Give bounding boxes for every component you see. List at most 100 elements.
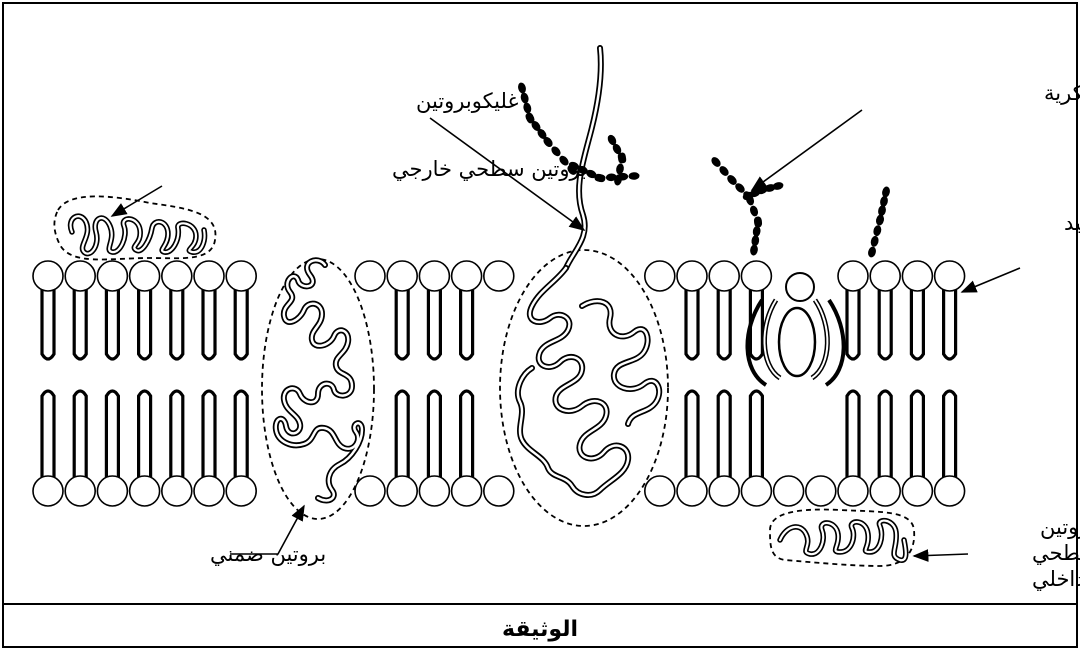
- phospholipid-head: [935, 261, 965, 291]
- phospholipid-head: [935, 476, 965, 506]
- lipid-tail: [911, 391, 923, 478]
- lipid-tail: [106, 289, 118, 359]
- phospholipid-head: [452, 261, 482, 291]
- label-inner-surface-protein-3: داخلي: [1032, 567, 1080, 591]
- phospholipid-head: [65, 261, 95, 291]
- phospholipid-head: [677, 476, 707, 506]
- sugar-bead: [522, 102, 532, 115]
- sugar-bead: [875, 214, 885, 227]
- lipid-tail: [718, 289, 730, 359]
- label-phospholipid: فوسفوليبيد: [1064, 211, 1080, 235]
- sugar-bead: [867, 246, 877, 259]
- phospholipid-head: [709, 261, 739, 291]
- lipid-tail: [235, 289, 247, 359]
- phospholipid-arrow: [962, 268, 1020, 292]
- phospholipid-head: [645, 261, 675, 291]
- phospholipid-head: [774, 476, 804, 506]
- phospholipid-head: [709, 476, 739, 506]
- phospholipid-head: [162, 261, 192, 291]
- lipid-tail: [171, 391, 183, 478]
- phospholipid-head: [162, 476, 192, 506]
- lipid-tail: [428, 391, 440, 478]
- phospholipid-tails: [42, 289, 956, 478]
- lipid-tail: [879, 391, 891, 478]
- lipid-tail: [461, 391, 473, 478]
- phospholipid-head: [226, 476, 256, 506]
- sugar-bead: [628, 172, 639, 180]
- lipid-tail: [139, 391, 151, 478]
- lipid-tail: [203, 391, 215, 478]
- sugar-bead: [870, 235, 880, 248]
- phospholipid-head: [194, 476, 224, 506]
- phospholipid-head: [806, 476, 836, 506]
- lipid-tail: [944, 391, 956, 478]
- phospholipid-head: [645, 476, 675, 506]
- phospholipid-head: [838, 261, 868, 291]
- phospholipid-head: [387, 261, 417, 291]
- lipid-tail: [396, 391, 408, 478]
- phospholipid-heads: [33, 261, 965, 506]
- label-sugar-chain: سلسلة سكرية: [1044, 81, 1080, 105]
- lipid-tail: [106, 391, 118, 478]
- phospholipid-head: [419, 476, 449, 506]
- phospholipid-head: [902, 476, 932, 506]
- phospholipid-head: [677, 261, 707, 291]
- figure-caption: الوثيقة: [502, 617, 578, 642]
- sugar-bead: [872, 224, 882, 237]
- inner-surface-protein: [770, 510, 914, 566]
- phospholipid-head: [65, 476, 95, 506]
- phospholipid-head: [194, 261, 224, 291]
- sugar-bead: [718, 164, 731, 177]
- phospholipid-head: [870, 476, 900, 506]
- phospholipid-head: [387, 476, 417, 506]
- phospholipid-head: [902, 261, 932, 291]
- lipid-tail: [42, 391, 54, 478]
- phospholipid-head: [130, 261, 160, 291]
- lipid-tail: [428, 289, 440, 359]
- phospholipid-head: [33, 261, 63, 291]
- phospholipid-head: [741, 476, 771, 506]
- lipid-tail: [718, 391, 730, 478]
- phospholipid-head: [226, 261, 256, 291]
- sugar-chain-arrow: [752, 110, 862, 190]
- phospholipid-head: [741, 261, 771, 291]
- label-inner-surface-protein-1: بروتين: [1040, 515, 1080, 539]
- phospholipid-head: [484, 261, 514, 291]
- integral-protein: [262, 259, 374, 519]
- inner-surface-protein-arrow: [914, 554, 968, 556]
- lipid-tail: [461, 289, 473, 359]
- phospholipid-head: [484, 476, 514, 506]
- sugar-bead: [749, 244, 758, 256]
- label-inner-surface-protein-2: سطحي: [1032, 541, 1080, 565]
- phospholipid-head: [355, 476, 385, 506]
- lipid-tail: [911, 289, 923, 359]
- lipid-tail: [171, 289, 183, 359]
- lipid-tail: [750, 391, 762, 478]
- lipid-tail: [879, 289, 891, 359]
- phospholipid-head: [355, 261, 385, 291]
- lipid-tail: [74, 391, 86, 478]
- lipid-tail: [686, 289, 698, 359]
- lipid-tail: [686, 391, 698, 478]
- lipid-tail: [74, 289, 86, 359]
- label-glycoprotein: غليكوبروتين: [416, 89, 518, 113]
- sugar-bead: [550, 145, 563, 158]
- phospholipid-head: [870, 261, 900, 291]
- lipid-tail: [847, 289, 859, 359]
- glycoprotein: [500, 48, 668, 526]
- sugar-bead: [749, 205, 760, 218]
- phospholipid-head: [838, 476, 868, 506]
- sugar-bead: [710, 155, 723, 168]
- phospholipid-head: [452, 476, 482, 506]
- phospholipid-head: [130, 476, 160, 506]
- sugar-bead: [520, 92, 530, 105]
- lipid-tail: [203, 289, 215, 359]
- lipid-tail: [42, 289, 54, 359]
- phospholipid-head: [33, 476, 63, 506]
- lipid-tail: [847, 391, 859, 478]
- lipid-tail: [396, 289, 408, 359]
- outer-surface-protein: [54, 196, 215, 259]
- phospholipid-head: [97, 476, 127, 506]
- label-integral-protein: بروتين ضمني: [210, 542, 326, 566]
